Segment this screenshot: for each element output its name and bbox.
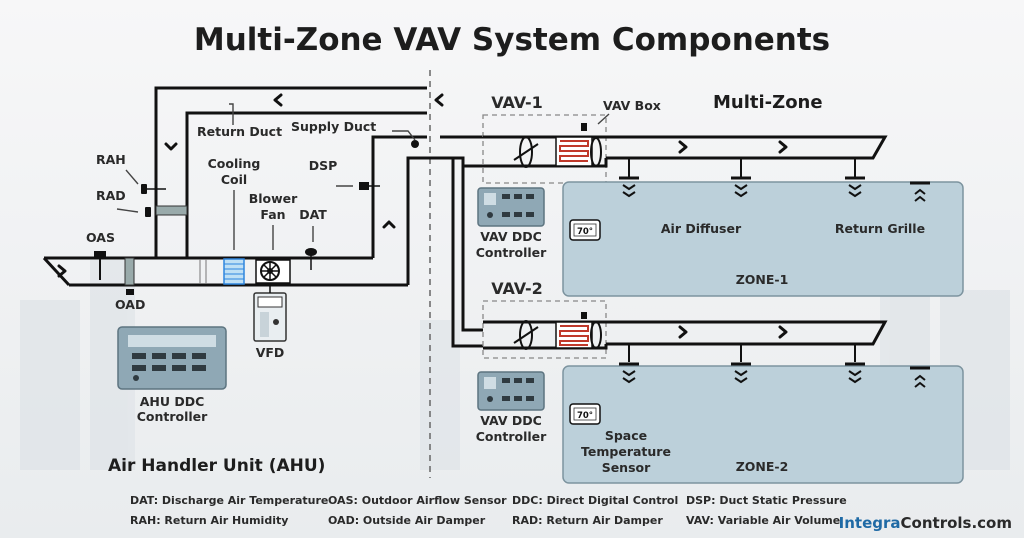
label-vav1-ddc-2: Controller <box>476 245 547 260</box>
zone1-thermostat-reading: 70° <box>577 227 593 237</box>
label-vav2-ddc-2: Controller <box>476 429 547 444</box>
brand-name-part1: Integra <box>839 514 901 532</box>
cooling-coil <box>223 258 245 285</box>
zone1-thermostat-icon <box>569 219 601 241</box>
label-dat: DAT <box>299 207 327 222</box>
zone2-diffusers <box>619 344 930 388</box>
page-title: Multi-Zone VAV System Components <box>194 22 830 58</box>
label-ahu-ddc-1: AHU DDC <box>140 394 205 409</box>
label-rad: RAD <box>96 188 126 203</box>
ahu-flow-arrows <box>57 93 444 278</box>
label-supply-duct: Supply Duct <box>291 119 376 134</box>
legend-item-ddc: DDC: Direct Digital Control <box>512 494 678 507</box>
zone1-area <box>562 181 964 297</box>
label-ahu: Air Handler Unit (AHU) <box>108 456 325 476</box>
blower-fan-icon <box>255 259 291 284</box>
vav1-box <box>482 114 888 184</box>
label-vav2: VAV-2 <box>491 279 543 298</box>
ahu-controller-icon <box>117 326 227 390</box>
label-dsp: DSP <box>309 158 338 173</box>
legend-item-rah: RAH: Return Air Humidity <box>130 514 288 527</box>
zone2-area <box>562 365 964 484</box>
label-oad: OAD <box>115 297 145 312</box>
legend-item-vav: VAV: Variable Air Volume <box>686 514 840 527</box>
vav-flow-arrows <box>678 140 788 339</box>
label-space-temp-1: Space <box>605 428 647 443</box>
label-multi-zone: Multi-Zone <box>713 92 823 113</box>
label-vav2-ddc-1: VAV DDC <box>480 413 542 428</box>
label-vav1-ddc-1: VAV DDC <box>480 229 542 244</box>
label-zone1: ZONE-1 <box>736 272 789 287</box>
label-cooling-2: Coil <box>221 172 247 187</box>
zone1-diffusers <box>619 158 930 202</box>
cooling-coil-fins <box>224 263 244 280</box>
label-rah: RAH <box>96 152 126 167</box>
legend-item-dsp: DSP: Duct Static Pressure <box>686 494 847 507</box>
zone2-thermostat-reading: 70° <box>577 411 593 421</box>
label-space-temp-2: Temperature <box>581 444 671 459</box>
label-return-duct: Return Duct <box>197 124 282 139</box>
label-zone2: ZONE-2 <box>736 459 789 474</box>
label-air-diffuser: Air Diffuser <box>661 221 742 236</box>
brand-logo: IntegraControls.com <box>839 514 1012 532</box>
legend-item-dat: DAT: Discharge Air Temperature <box>130 494 328 507</box>
vav2-box <box>482 300 888 359</box>
label-oas: OAS <box>86 230 115 245</box>
legend-item-rad: RAD: Return Air Damper <box>512 514 663 527</box>
ahu-sensors <box>94 140 419 295</box>
label-vav-box: VAV Box <box>603 98 661 113</box>
zone2-thermostat-icon <box>569 403 601 425</box>
label-return-grille: Return Grille <box>835 221 925 236</box>
brand-name-part2: Controls.com <box>901 514 1012 532</box>
vav2-controller-icon <box>477 371 545 411</box>
label-cooling-1: Cooling <box>208 156 261 171</box>
vfd-device-icon <box>253 285 287 342</box>
label-blower-1: Blower <box>249 191 298 206</box>
vav1-controller-icon <box>477 187 545 227</box>
label-space-temp-3: Sensor <box>602 460 651 475</box>
legend-item-oas: OAS: Outdoor Airflow Sensor <box>328 494 507 507</box>
vav-branch-ducts <box>427 135 483 348</box>
label-blower-2: Fan <box>260 207 285 222</box>
label-vfd: VFD <box>256 345 285 360</box>
legend: DAT: Discharge Air Temperature OAS: Outd… <box>130 494 847 527</box>
legend-item-oad: OAD: Outside Air Damper <box>328 514 486 527</box>
label-vav1: VAV-1 <box>491 93 543 112</box>
label-ahu-ddc-2: Controller <box>137 409 208 424</box>
